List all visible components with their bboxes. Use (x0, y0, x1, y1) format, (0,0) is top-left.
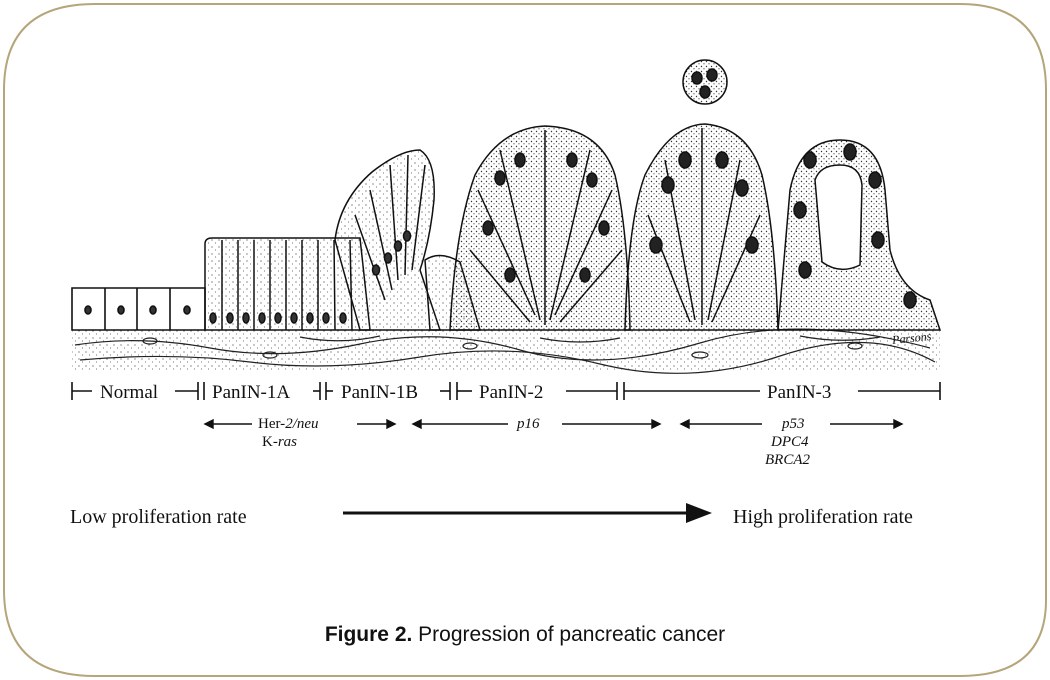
gene-label-kras: K-ras (262, 435, 297, 450)
panin-3-epithelium (625, 60, 940, 330)
stage-label-panin-3: PanIN-3 (767, 383, 831, 402)
gene-label-p53: p53 (782, 417, 805, 432)
stage-label-panin-1b: PanIN-1B (341, 383, 418, 402)
figure-caption: Figure 2. Progression of pancreatic canc… (0, 623, 1050, 647)
caption-label: Figure 2. (325, 623, 413, 646)
high-proliferation-label: High proliferation rate (733, 507, 913, 527)
low-proliferation-label: Low proliferation rate (70, 507, 247, 527)
gene-label-her2neu: Her-2/neu (258, 417, 319, 432)
gene-label-brca2: BRCA2 (765, 453, 810, 468)
stage-label-panin-2: PanIN-2 (479, 383, 543, 402)
caption-text: Progression of pancreatic cancer (412, 623, 725, 646)
stroma (72, 328, 940, 372)
stage-label-normal: Normal (100, 383, 158, 402)
stage-label-panin-1a: PanIN-1A (212, 383, 290, 402)
gene-label-p16: p16 (517, 417, 540, 432)
panin-2-epithelium (450, 126, 630, 330)
epithelium-illustration (72, 60, 940, 373)
proliferation-arrow (343, 503, 712, 523)
normal-epithelium (72, 288, 205, 330)
gene-label-dpc4: DPC4 (771, 435, 809, 450)
